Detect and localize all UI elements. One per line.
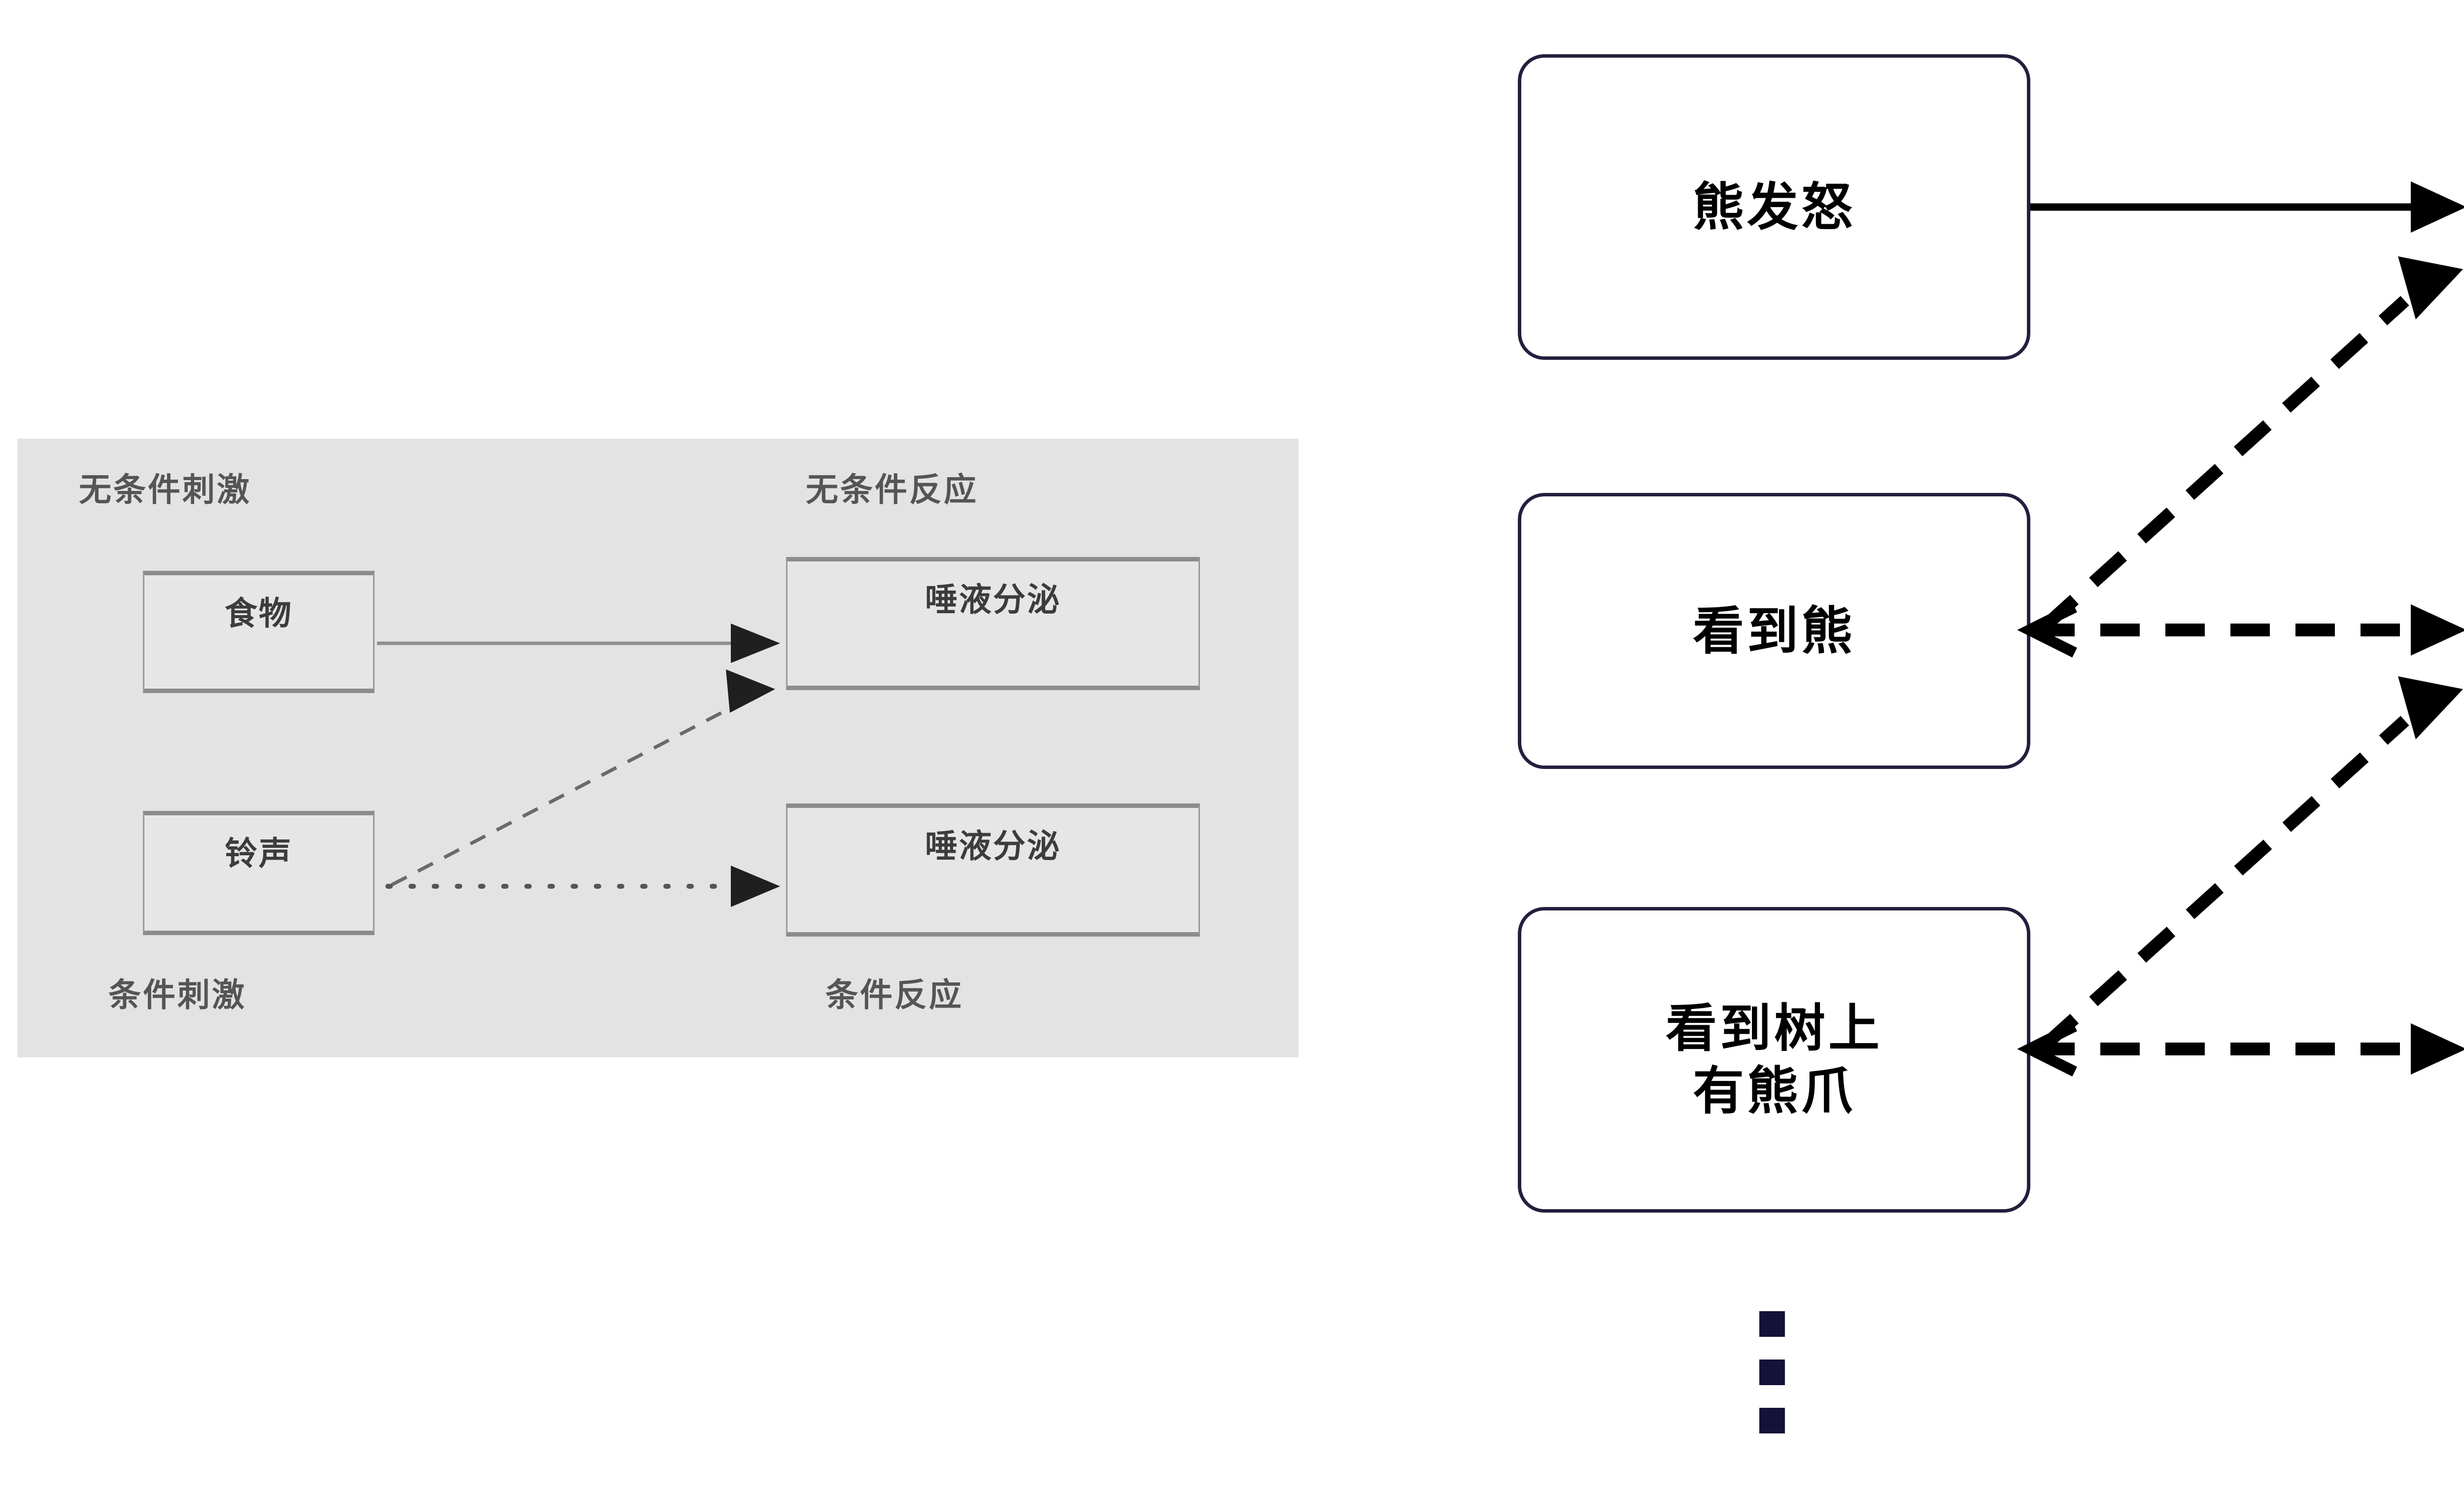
- edge-see-bear-to-reward: [2041, 256, 2463, 631]
- caption-conditioned-response: 条件反应: [825, 976, 963, 1014]
- box-see-claw-on-tree-label: 看到树上有熊爪: [1666, 997, 1882, 1122]
- box-salivation-top-label: 唾液分泌: [925, 581, 1061, 619]
- edge-bell-to-salivation-bottom: [385, 866, 780, 907]
- edge-food-to-salivation: [377, 624, 780, 663]
- box-salivation-bottom: 唾液分泌: [786, 803, 1200, 937]
- claw-line-2: 有熊爪: [1692, 1061, 1855, 1121]
- box-bell-label: 铃声: [225, 835, 293, 872]
- box-see-claw-on-tree[interactable]: 看到树上有熊爪: [1518, 907, 2030, 1213]
- box-bear-angry-label: 熊发怒: [1692, 176, 1855, 237]
- edge-angry-to-reward: [2030, 181, 2464, 233]
- box-food-label: 食物: [225, 594, 293, 632]
- caption-unconditioned-stimulus: 无条件刺激: [79, 471, 251, 509]
- edge-claw-to-vs: [2017, 1021, 2464, 1077]
- box-see-bear-label: 看到熊: [1692, 600, 1855, 661]
- box-salivation-bottom-label: 唾液分泌: [925, 827, 1061, 865]
- edge-claw-to-vsprime: [2041, 676, 2463, 1050]
- edge-bell-to-salivation-top: [391, 669, 775, 887]
- ellipsis-left-column: [1759, 1311, 1785, 1433]
- caption-conditioned-stimulus: 条件刺激: [108, 976, 246, 1014]
- box-bear-angry[interactable]: 熊发怒: [1518, 54, 2030, 360]
- box-bell: 铃声: [143, 811, 375, 935]
- box-see-bear[interactable]: 看到熊: [1518, 493, 2030, 769]
- ellipsis-dot: [1759, 1408, 1785, 1433]
- caption-unconditioned-response: 无条件反应: [806, 471, 978, 509]
- classical-conditioning-panel: 无条件刺激 无条件反应 条件刺激 条件反应 食物 铃声 唾液分泌 唾液分泌: [17, 439, 1299, 1057]
- ellipsis-dot: [1759, 1360, 1785, 1385]
- box-food: 食物: [143, 571, 375, 693]
- edge-see-bear-to-vsprime: [2017, 602, 2464, 658]
- ellipsis-dot: [1759, 1311, 1785, 1337]
- conditioning-edges: [377, 624, 780, 907]
- box-salivation-top: 唾液分泌: [786, 557, 1200, 690]
- claw-line-1: 看到树上: [1665, 998, 1882, 1059]
